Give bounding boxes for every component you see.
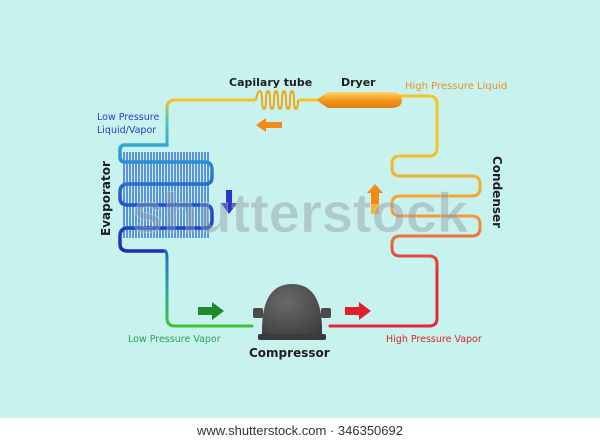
capillary-tube-label: Capilary tube: [229, 76, 312, 89]
flow-arrow-right-green-icon: [198, 302, 224, 320]
compressor-icon: [253, 284, 331, 340]
condenser-coil: [390, 146, 482, 274]
high-pressure-liquid-label: High Pressure Liquid: [405, 81, 507, 92]
flow-arrow-up-icon: [367, 184, 383, 214]
watermark-text: shutterstock: [132, 181, 469, 244]
footer-bar: www.shutterstock.com · 346350692: [0, 418, 600, 444]
low-pressure-liquid-vapor-label-line2: Liquid/Vapor: [97, 125, 156, 136]
flow-arrow-right-red-icon: [345, 302, 371, 320]
evaporator-coil: [118, 143, 214, 253]
low-pressure-liquid-vapor-label-line1: Low Pressure: [97, 112, 159, 123]
diagram-canvas: shutterstock Capilary tube Dryer High Pr…: [97, 76, 507, 360]
evaporator-fins: [123, 152, 209, 238]
high-pressure-vapor-label: High Pressure Vapor: [386, 334, 482, 345]
discharge-line: [328, 270, 439, 328]
flow-arrow-left-icon: [256, 118, 282, 132]
dryer-icon: [316, 92, 402, 108]
dryer-label: Dryer: [341, 76, 376, 89]
footer-url: www.shutterstock.com · 346350692: [197, 423, 403, 438]
top-liquid-line: [165, 94, 439, 150]
flow-arrow-down-icon: [221, 190, 237, 214]
compressor-label: Compressor: [249, 346, 330, 360]
condenser-label: Condenser: [490, 156, 504, 228]
suction-line: [163, 249, 254, 328]
capillary-tube-icon: [255, 90, 299, 110]
low-pressure-vapor-label: Low Pressure Vapor: [128, 334, 221, 345]
evaporator-label: Evaporator: [99, 161, 113, 236]
